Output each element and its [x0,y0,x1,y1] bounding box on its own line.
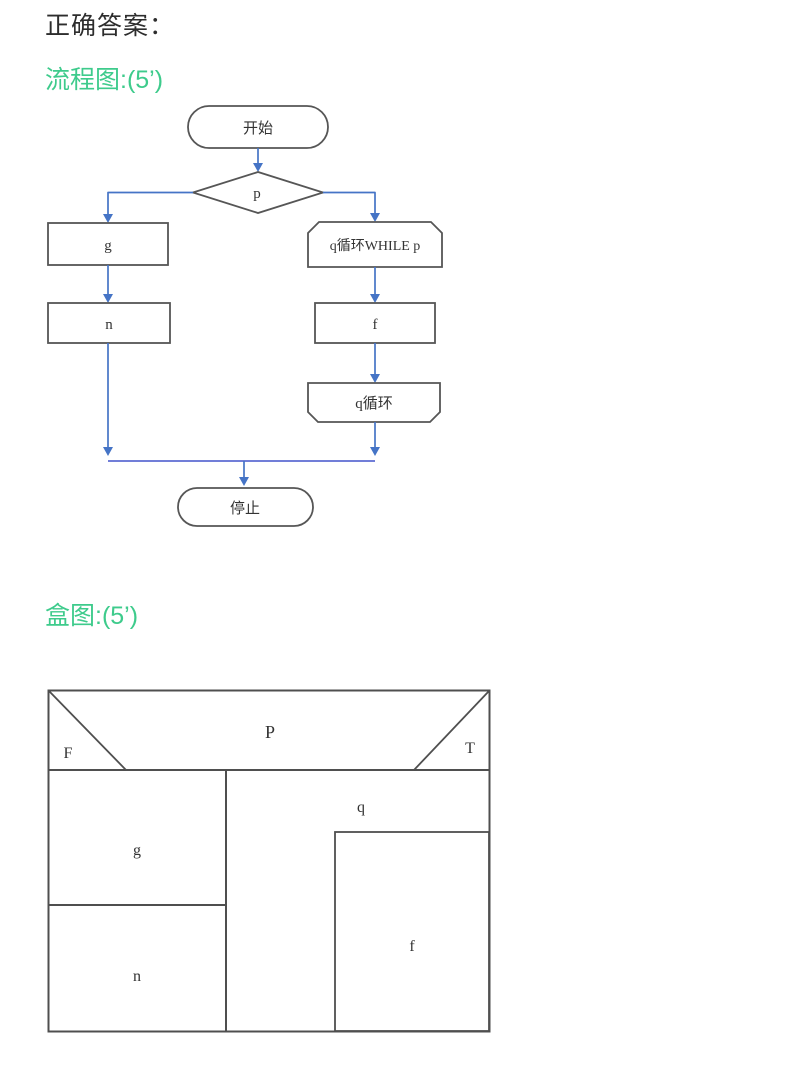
flowchart-n-box [47,302,171,344]
flowchart-section-heading: 流程图:(5’) [45,66,164,94]
ns-condition-label: P [265,722,275,742]
flowchart-f-label: f [373,317,378,333]
flowchart-n-label: n [105,317,113,333]
arrow-join-to-stop [239,461,249,486]
flowchart-f-box [314,302,436,344]
ns-diagram: P F T g n q f [47,689,491,1033]
ns-false-label: F [64,745,73,762]
ns-while-condition-label: q [357,799,365,816]
arrow-n-to-join [103,343,113,456]
arrow-g-to-n [103,265,113,303]
flowchart-loop-begin-shape [307,221,443,268]
arrow-start-to-decision [253,148,263,172]
flowchart-loop-begin-label: q循环WHILE p [330,238,421,254]
ns-true-label: T [465,740,475,757]
ns-while-body-frame [334,831,490,1032]
ns-g-cell-label: g [133,842,141,859]
arrow-f-to-loop-end [370,343,380,383]
flowchart: 开始 p g [47,105,443,527]
flowchart-stop-terminator [177,487,314,527]
ns-n-cell-label: n [133,968,141,985]
ns-left-diagonal [48,690,127,771]
ns-right-diagonal [413,690,490,771]
arrow-loop-end-to-join [370,422,380,456]
flowchart-loop-end-label: q循环 [355,395,393,412]
flowchart-loop-end-shape [307,382,441,423]
flowchart-g-label: g [104,238,112,254]
flowchart-g-box [47,222,169,266]
arrow-decision-to-g [103,191,193,223]
arrow-loop-begin-to-f [370,267,380,303]
flowchart-decision-label: p [253,186,261,202]
flowchart-start-label: 开始 [243,120,273,137]
arrow-decision-to-loop-begin [323,191,380,222]
flowchart-stop-label: 停止 [230,500,260,517]
ns-while-body-label: f [409,938,415,955]
page-title: 正确答案： [45,12,176,40]
ns-section-heading: 盒图:(5’) [45,602,139,630]
